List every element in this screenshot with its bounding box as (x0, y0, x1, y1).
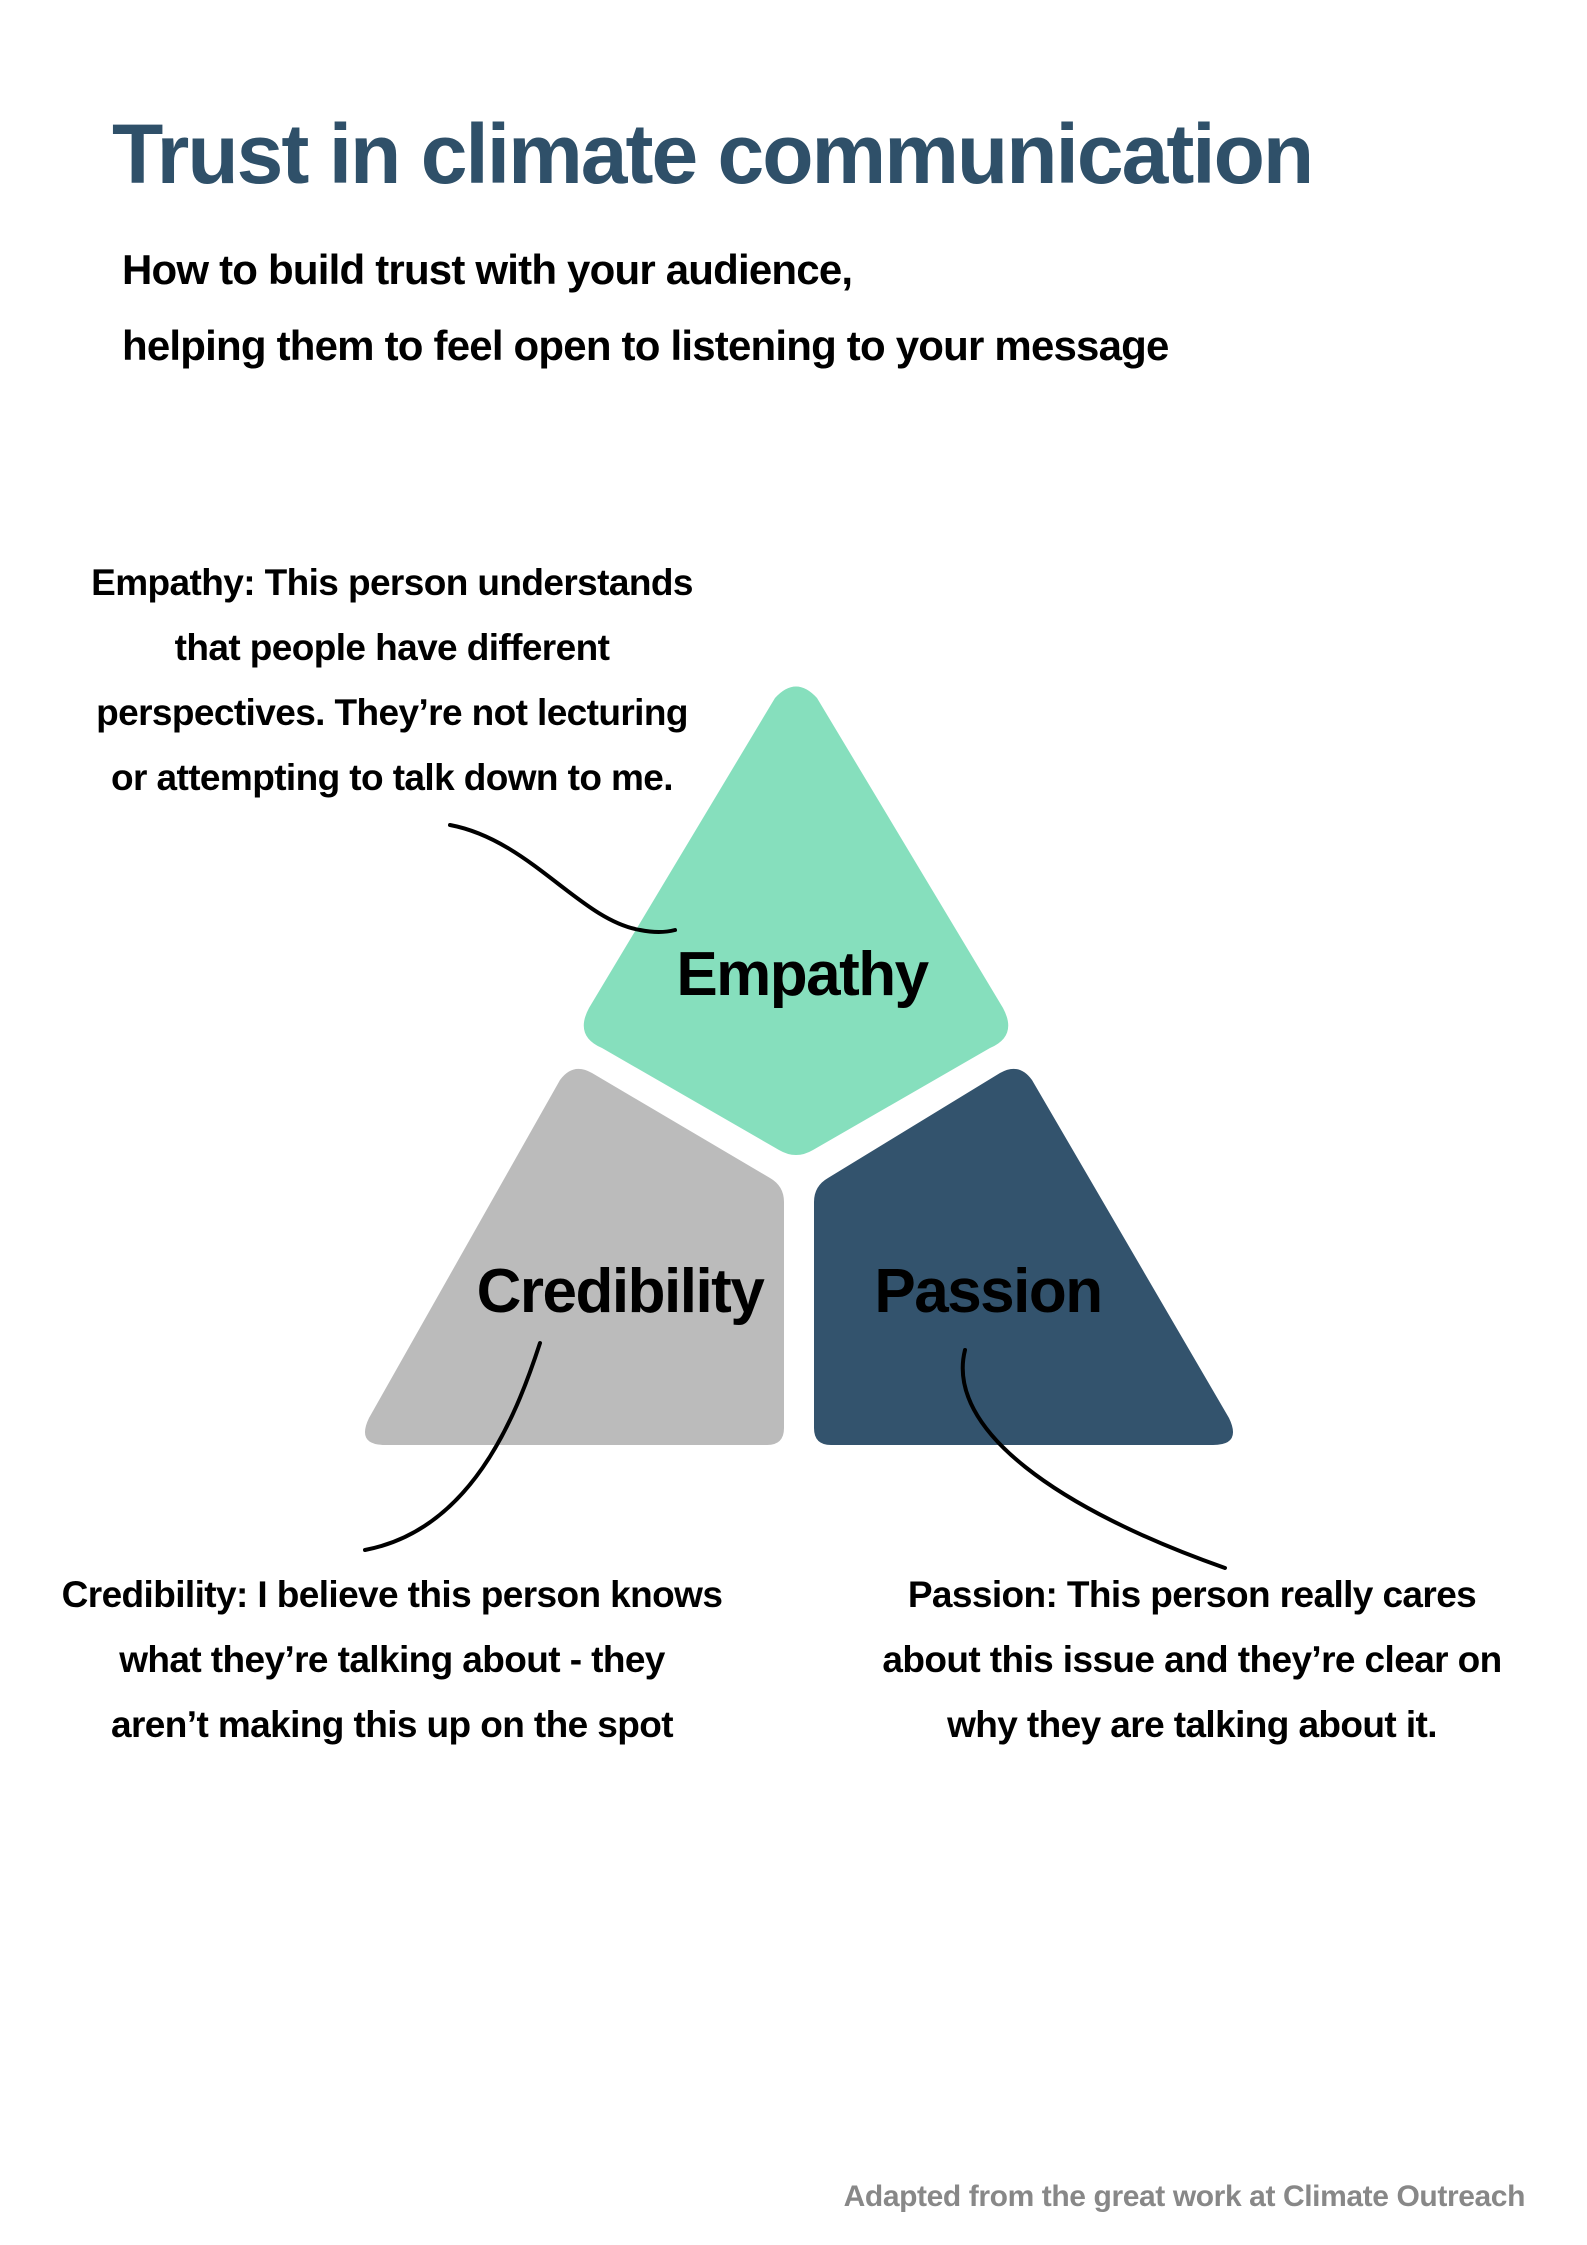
passion-note: Passion: This person really cares about … (872, 1562, 1512, 1757)
passion-label: Passion (874, 1257, 1101, 1326)
credibility-label: Credibility (477, 1257, 766, 1326)
empathy-note-line: that people have different (174, 627, 610, 668)
passion-note-line: Passion: This person really cares (907, 1574, 1477, 1615)
empathy-note: Empathy: This person understands that pe… (82, 550, 702, 810)
credibility-connector-line (363, 1341, 542, 1552)
source-credit: Adapted from the great work at Climate O… (843, 2180, 1526, 2213)
credibility-note-line: Credibility: I believe this person knows (61, 1574, 723, 1615)
passion-segment (814, 1068, 1234, 1445)
empathy-note-line: Empathy: This person understands (91, 562, 693, 603)
empathy-connector-line (448, 823, 677, 934)
empathy-segment (583, 686, 1009, 1155)
passion-note-line: about this issue and they’re clear on (882, 1639, 1502, 1680)
subtitle: How to build trust with your audience, h… (122, 232, 1169, 384)
credibility-note-line: what they’re talking about - they (119, 1639, 665, 1680)
passion-connector-line (960, 1348, 1227, 1570)
passion-note-line: why they are talking about it. (947, 1704, 1437, 1745)
empathy-note-line: perspectives. They’re not lecturing (96, 692, 688, 733)
page-title: Trust in climate communication (112, 107, 1314, 201)
subtitle-line-1: How to build trust with your audience, (122, 246, 853, 293)
credibility-note: Credibility: I believe this person knows… (52, 1562, 732, 1757)
credibility-segment (364, 1068, 784, 1445)
subtitle-line-2: helping them to feel open to listening t… (122, 322, 1169, 369)
empathy-label: Empathy (676, 940, 929, 1009)
credibility-note-line: aren’t making this up on the spot (111, 1704, 674, 1745)
empathy-note-line: or attempting to talk down to me. (111, 757, 674, 798)
